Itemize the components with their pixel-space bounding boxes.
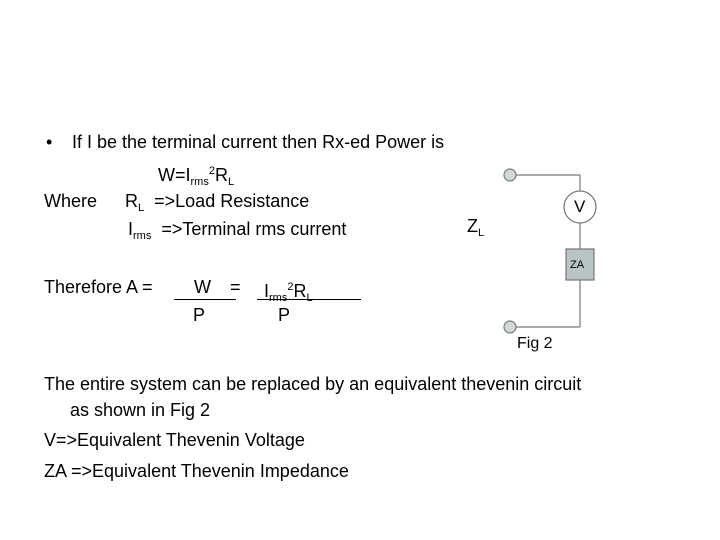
figure-caption: Fig 2 <box>517 335 553 352</box>
where-label: Where <box>44 191 98 211</box>
voltage-source-label: V <box>574 197 586 216</box>
impedance-label: ZA <box>570 259 585 271</box>
power-statement: If I be the terminal current then Rx-ed … <box>72 132 445 152</box>
body-line-3: V=>Equivalent Thevenin Voltage <box>44 430 305 450</box>
load-impedance-label: ZL <box>467 216 485 239</box>
fraction-bar-2 <box>257 299 361 300</box>
therefore-label: Therefore A = <box>44 277 153 297</box>
terminal-bottom-icon <box>503 320 517 334</box>
fraction-numerator-w: W <box>194 277 211 297</box>
impedance-box-icon <box>565 248 595 281</box>
body-line-4: ZA =>Equivalent Thevenin Impedance <box>44 461 349 481</box>
equals-sign: = <box>230 277 241 297</box>
terminal-current-definition: Irms =>Terminal rms current <box>128 219 347 242</box>
body-line-1: The entire system can be replaced by an … <box>44 374 582 394</box>
load-resistance-definition: RL =>Load Resistance <box>125 191 310 214</box>
voltage-source-icon <box>563 190 597 224</box>
body-line-2: as shown in Fig 2 <box>70 400 211 420</box>
fraction-bar-1 <box>174 299 236 300</box>
fraction-denominator-p2: P <box>278 305 291 325</box>
fraction-denominator-p1: P <box>193 305 206 325</box>
terminal-top-icon <box>503 168 517 182</box>
power-formula: W=Irms2RL <box>158 165 235 188</box>
bullet-icon: • <box>46 132 53 152</box>
fraction-numerator-irms2rl: Irms2RL <box>264 281 313 304</box>
